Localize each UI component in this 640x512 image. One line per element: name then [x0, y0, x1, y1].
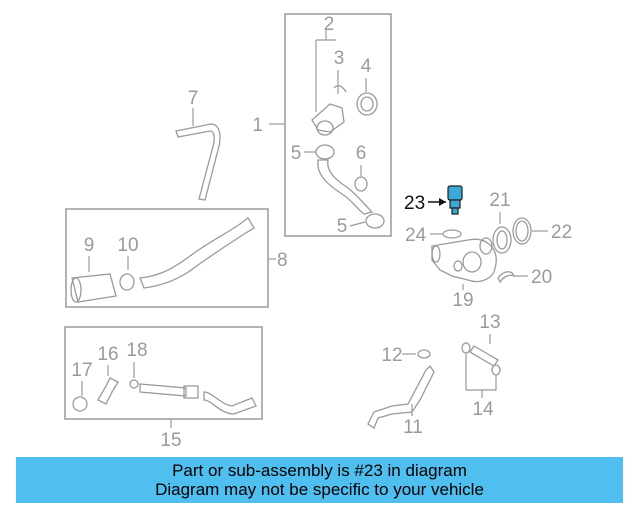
group-box-1 [284, 13, 392, 237]
clamp-10 [119, 273, 135, 291]
label-20: 20 [531, 267, 552, 288]
clamp-5-lower [365, 213, 385, 229]
pipe-11 [367, 364, 435, 429]
coolant-temp-sensor-23 [447, 185, 463, 215]
label-13: 13 [479, 312, 500, 333]
hose-8 [139, 217, 255, 289]
group-box-8 [65, 208, 269, 308]
clamp-6 [354, 176, 368, 192]
info-banner: Part or sub-assembly is #23 in diagram D… [16, 457, 623, 503]
label-19: 19 [452, 290, 473, 311]
o-ring-4 [356, 92, 378, 116]
label-15: 15 [160, 430, 181, 451]
fitting-9 [71, 273, 117, 303]
label-18: 18 [126, 340, 147, 361]
clamp-12 [417, 349, 431, 359]
label-16: 16 [97, 344, 118, 365]
label-10: 10 [117, 235, 138, 256]
label-4: 4 [361, 56, 372, 77]
label-3: 3 [334, 48, 345, 69]
label-9: 9 [84, 235, 95, 256]
label-5-lower: 5 [337, 216, 348, 237]
label-6: 6 [356, 143, 367, 164]
label-23: 23 [404, 193, 425, 214]
bracket-14 [465, 354, 497, 398]
o-ring-24 [442, 229, 462, 239]
pipe-15 [139, 383, 187, 397]
clamp-17 [72, 396, 88, 412]
label-1: 1 [252, 115, 263, 136]
thermostat-21 [492, 226, 512, 254]
label-2: 2 [324, 14, 335, 35]
thermostat-housing-19 [431, 238, 497, 283]
banner-line-2: Diagram may not be specific to your vehi… [155, 480, 484, 499]
label-11: 11 [403, 417, 423, 438]
label-21: 21 [489, 190, 510, 211]
clamp-5-upper [315, 144, 335, 160]
label-14: 14 [472, 399, 494, 420]
label-7: 7 [188, 88, 199, 109]
banner-line-1: Part or sub-assembly is #23 in diagram [172, 461, 467, 480]
label-8: 8 [277, 250, 288, 271]
hose-1 [317, 159, 374, 215]
gasket-22 [512, 217, 532, 245]
pipe-16 [97, 377, 119, 405]
clamp-18 [129, 379, 139, 389]
hose-7 [175, 123, 221, 201]
hose-13 [469, 345, 499, 367]
clip-20 [497, 271, 516, 284]
label-24: 24 [405, 225, 427, 246]
label-22: 22 [551, 222, 572, 243]
label-17: 17 [71, 360, 92, 381]
group-box-15 [64, 326, 263, 420]
label-5-upper: 5 [291, 143, 302, 164]
label-12: 12 [381, 345, 402, 366]
